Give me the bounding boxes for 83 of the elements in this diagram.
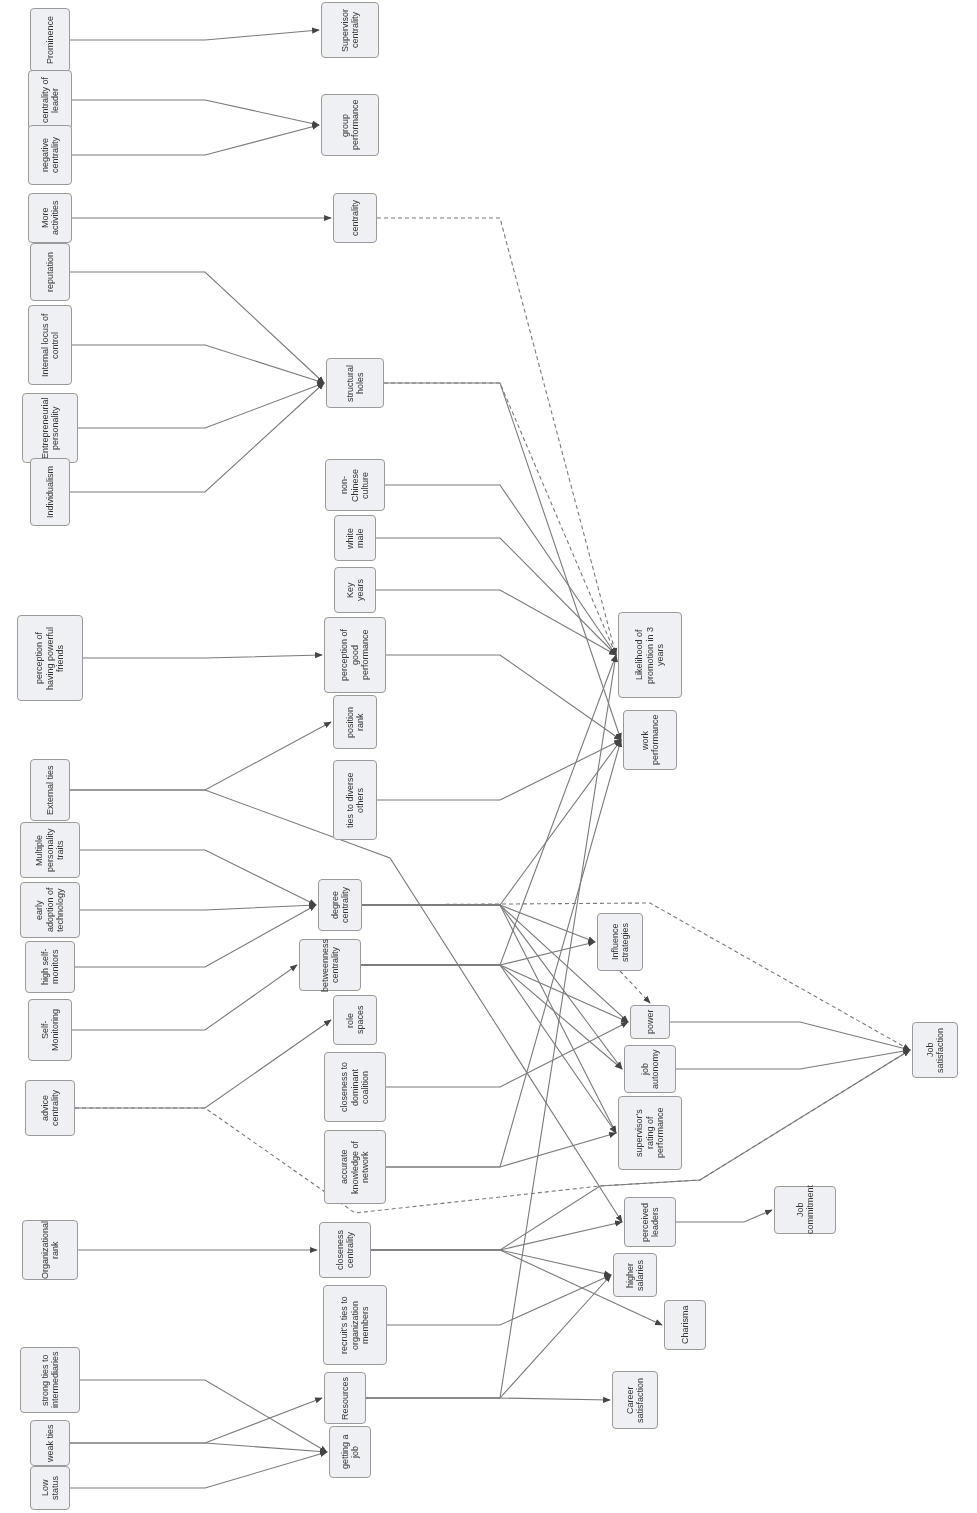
variable-box: negative centrality [28, 125, 72, 185]
arrow [386, 1274, 612, 1326]
arrow [385, 1132, 617, 1168]
variable-box: Self-Monitoring [28, 999, 72, 1061]
arrow [385, 654, 622, 741]
arrow [69, 382, 325, 493]
arrow [675, 1209, 773, 1223]
variable-box: white male [334, 515, 376, 561]
arrow [385, 1021, 629, 1088]
arrow [69, 271, 325, 384]
variable-box: Resources [324, 1372, 366, 1424]
arrow [375, 589, 617, 656]
variable-box: Key years [334, 567, 376, 613]
variable-box: centrality [333, 193, 377, 243]
arrow [79, 1379, 328, 1453]
arrow [384, 484, 617, 656]
variable-box: degree centrality [318, 879, 362, 931]
variable-box: getting a job [329, 1426, 371, 1478]
variable-box: Job satisfaction [912, 1022, 958, 1078]
variable-box: non-Chinese culture [325, 459, 385, 511]
variable-box: closeness to dominant coalition [324, 1052, 386, 1122]
variable-box: position rank [333, 695, 377, 749]
variable-box: group performance [321, 94, 379, 156]
variable-box: Prominence [30, 8, 70, 72]
arrow [82, 652, 323, 659]
arrow [79, 849, 317, 906]
variable-box: Charisma [664, 1300, 706, 1350]
variable-box: Career satisfaction [612, 1371, 658, 1429]
variable-box: advice centrality [25, 1080, 75, 1136]
variable-box: External ties [30, 759, 70, 821]
variable-box: betweenness centrality [299, 939, 361, 991]
arrow [365, 1396, 611, 1403]
arrow [71, 123, 320, 156]
arrow [69, 789, 623, 1223]
variable-box: job autonomy [624, 1045, 676, 1093]
arrow [669, 1021, 911, 1052]
variable-box: Low status [30, 1466, 70, 1510]
variable-box: power [630, 1005, 670, 1039]
variable-box: Entrepreneurial personality [22, 393, 78, 463]
arrow [71, 99, 320, 127]
variable-box: Individualism [30, 458, 70, 526]
variable-box: weak ties [30, 1420, 70, 1466]
variable-box: recruit's ties to organization members [323, 1285, 387, 1365]
variable-box: higher salaries [613, 1253, 657, 1297]
variable-box: work performance [623, 710, 677, 770]
arrow [79, 902, 317, 911]
variable-box: perception of having powerful friends [17, 615, 83, 701]
arrow [71, 964, 298, 1031]
variable-box: Likelihood of promotion in 3 years [618, 612, 682, 698]
arrow [370, 1049, 911, 1251]
variable-box: perception of good performance [324, 617, 386, 693]
variable-box: Supervisor centrality [321, 2, 379, 58]
variable-box: Multiple personality traits [20, 822, 80, 878]
variable-box: Influence strategies [597, 913, 643, 971]
arrow [675, 1048, 911, 1070]
variable-box: accurate knowledge of network [324, 1130, 386, 1204]
variable-box: early adoption of technology [20, 882, 80, 938]
variable-box: high self-monitors [25, 941, 75, 993]
arrow [383, 382, 622, 741]
arrow [375, 537, 617, 656]
variable-box: perceived leaders [624, 1197, 676, 1247]
variable-box: structural holes [326, 358, 384, 408]
variable-box: strong ties to intermediaries [20, 1347, 80, 1413]
arrow [71, 344, 325, 384]
variable-box: Internal locus of control [28, 305, 72, 385]
variable-box: closeness centrality [319, 1222, 371, 1278]
variable-box: ties to diverse others [333, 760, 377, 840]
variable-box: supervisor's rating of performance [618, 1096, 682, 1170]
arrow [69, 1451, 328, 1489]
variable-box: role spaces [333, 995, 377, 1045]
variable-box: More activities [28, 193, 72, 243]
arrow [71, 214, 332, 222]
arrow [69, 1442, 328, 1455]
arrow [376, 217, 618, 656]
variable-box: reputation [30, 243, 70, 301]
arrow [69, 27, 320, 41]
arrow [77, 1246, 318, 1254]
arrow [74, 904, 317, 968]
arrow [77, 382, 325, 429]
variable-box: Organizational rank [22, 1220, 78, 1280]
arrow [619, 970, 651, 1004]
variable-box: Job commitment [774, 1186, 836, 1234]
arrow [376, 739, 622, 801]
